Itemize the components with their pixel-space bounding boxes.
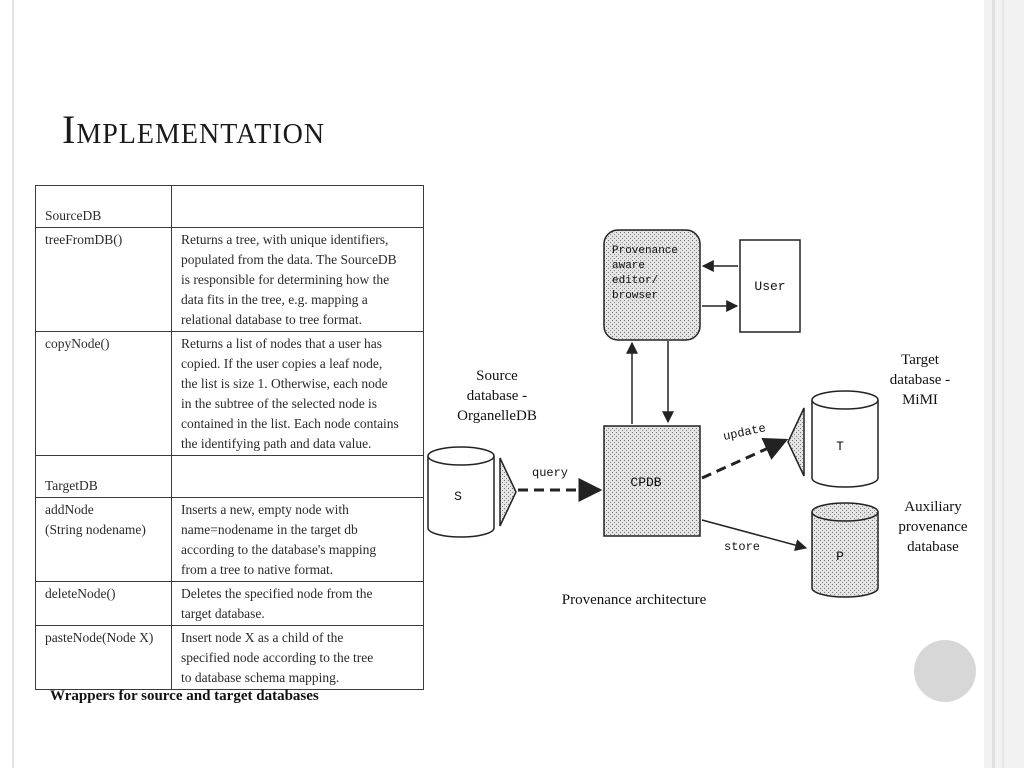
store-arrow (701, 519, 808, 551)
wrapper-table: SourceDB treeFromDB() Returns a tree, wi… (35, 185, 424, 690)
table-cell-desc: Returns a tree, with unique identifiers,… (171, 227, 424, 332)
slide-frame-left (12, 0, 14, 768)
store-label: store (724, 540, 760, 554)
table-cell-name: addNode (String nodename) (35, 497, 172, 582)
update-label: update (722, 421, 767, 444)
user-label: User (754, 279, 785, 294)
provenance-db-cylinder (811, 502, 879, 598)
table-cell-desc (171, 185, 424, 228)
source-wrapper-triangle (499, 457, 517, 527)
table-row: deleteNode() Deletes the specified node … (35, 581, 424, 626)
table-cell-name: pasteNode(Node X) (35, 625, 172, 690)
provenance-editor-box (603, 229, 701, 341)
update-arrow (701, 437, 789, 480)
slide-title: Implementation (62, 107, 326, 152)
source-db-cylinder (427, 446, 495, 538)
table-cell-desc (171, 455, 424, 498)
table-row: pasteNode(Node X) Insert node X as a chi… (35, 625, 424, 690)
cpdb-label: CPDB (630, 475, 661, 490)
table-cell-name: TargetDB (35, 455, 172, 498)
table-row: TargetDB (35, 455, 424, 498)
target-db-cylinder (811, 390, 879, 488)
provenance-editor-label: Provenance aware editor/ browser (612, 245, 685, 302)
slide-frame-right (984, 0, 1024, 768)
table-cell-desc: Returns a list of nodes that a user has … (171, 331, 424, 456)
target-db-label: T (836, 439, 844, 454)
auxiliary-database-label: Auxiliary provenance database (898, 499, 968, 555)
table-row: copyNode() Returns a list of nodes that … (35, 331, 424, 456)
table-cell-name: SourceDB (35, 185, 172, 228)
slide-frame-line (992, 0, 995, 768)
user-box (739, 239, 801, 333)
source-db-label: S (454, 489, 462, 504)
table-cell-name: copyNode() (35, 331, 172, 456)
diagram-caption: Provenance architecture (561, 592, 707, 608)
table-row: treeFromDB() Returns a tree, with unique… (35, 227, 424, 332)
table-cell-name: deleteNode() (35, 581, 172, 626)
query-label: query (532, 466, 568, 480)
provenance-db-label: P (836, 549, 844, 564)
cpdb-box (603, 425, 701, 537)
target-database-label: Target database - MiMI (889, 352, 951, 408)
table-cell-desc: Inserts a new, empty node with name=node… (171, 497, 424, 582)
target-wrapper-triangle (787, 407, 805, 477)
decorative-circle (914, 640, 976, 702)
table-row: SourceDB (35, 185, 424, 228)
table-cell-name: treeFromDB() (35, 227, 172, 332)
table-caption: Wrappers for source and target databases (50, 688, 319, 704)
table-cell-desc: Deletes the specified node from the targ… (171, 581, 424, 626)
slide-frame-line (1002, 0, 1004, 768)
source-database-label: Source database - OrganelleDB (457, 368, 537, 424)
table-cell-desc: Insert node X as a child of the specifie… (171, 625, 424, 690)
table-row: addNode (String nodename) Inserts a new,… (35, 497, 424, 582)
provenance-architecture-diagram: Provenance aware editor/ browser User CP… (427, 229, 879, 598)
